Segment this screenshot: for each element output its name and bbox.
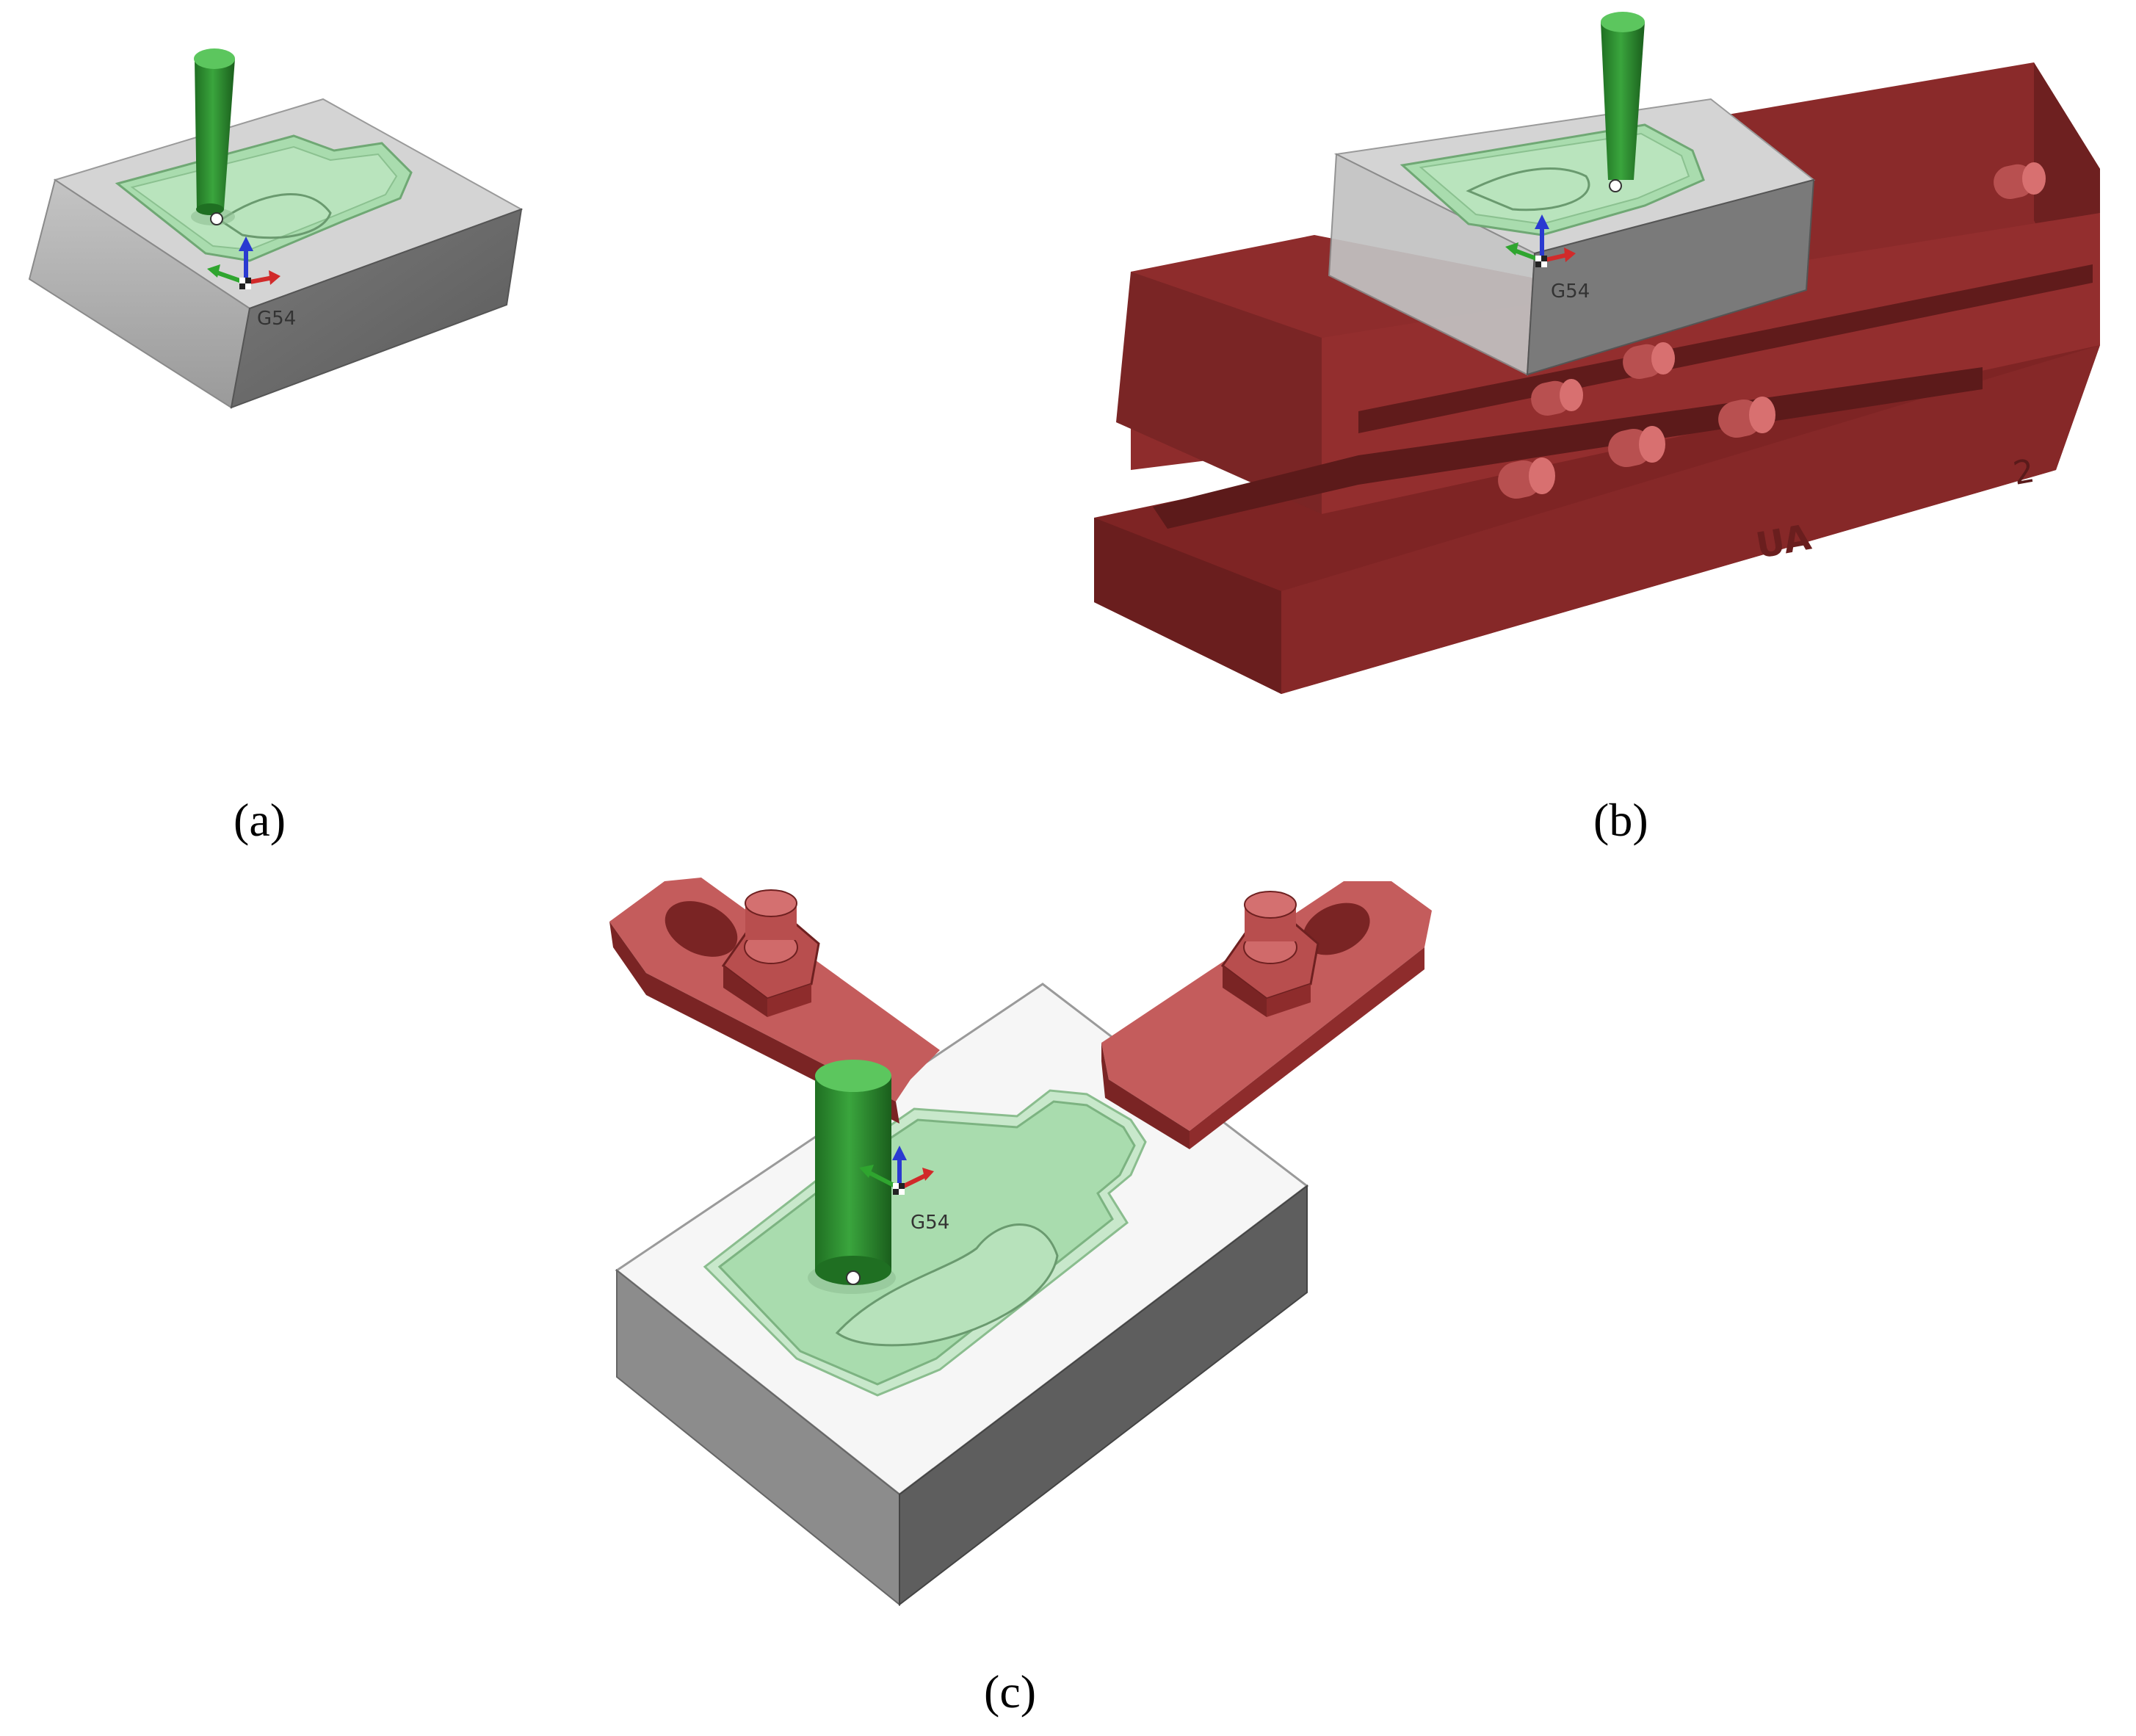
panel-a: G54 [28, 48, 524, 409]
coordinate-label-c: G54 [910, 1212, 949, 1234]
vise-pin [1994, 162, 2046, 200]
vise-marking-ua: UA [1753, 517, 1814, 567]
coordinate-label-b: G54 [1551, 281, 1590, 303]
caption-c: (c) [984, 1668, 1036, 1715]
panel-b: UA 2 G54 [1094, 12, 2100, 694]
vise-pin [1531, 379, 1583, 416]
panel-c: G54 [609, 878, 1432, 1607]
vise-pin [1718, 397, 1775, 438]
pocket [703, 1089, 1147, 1397]
coordinate-triad-icon [859, 1146, 934, 1195]
hex-nut [1220, 891, 1319, 1017]
caption-a-text: (a) [233, 794, 286, 846]
vise-pin [1498, 457, 1555, 499]
vise-pin [1623, 342, 1675, 380]
caption-a: (a) [233, 797, 286, 844]
caption-c-text: (c) [984, 1666, 1037, 1718]
hex-nut [721, 889, 820, 1017]
tool [191, 48, 235, 225]
caption-b-text: (b) [1593, 794, 1648, 846]
tool [1601, 12, 1645, 192]
strap-clamp-right [1101, 881, 1432, 1149]
coordinate-triad-icon [207, 236, 280, 289]
tool [808, 1060, 896, 1294]
vise-pin [1608, 426, 1665, 468]
caption-b: (b) [1593, 797, 1648, 844]
coordinate-triad-icon [1505, 214, 1576, 267]
coordinate-label-a: G54 [257, 308, 296, 330]
